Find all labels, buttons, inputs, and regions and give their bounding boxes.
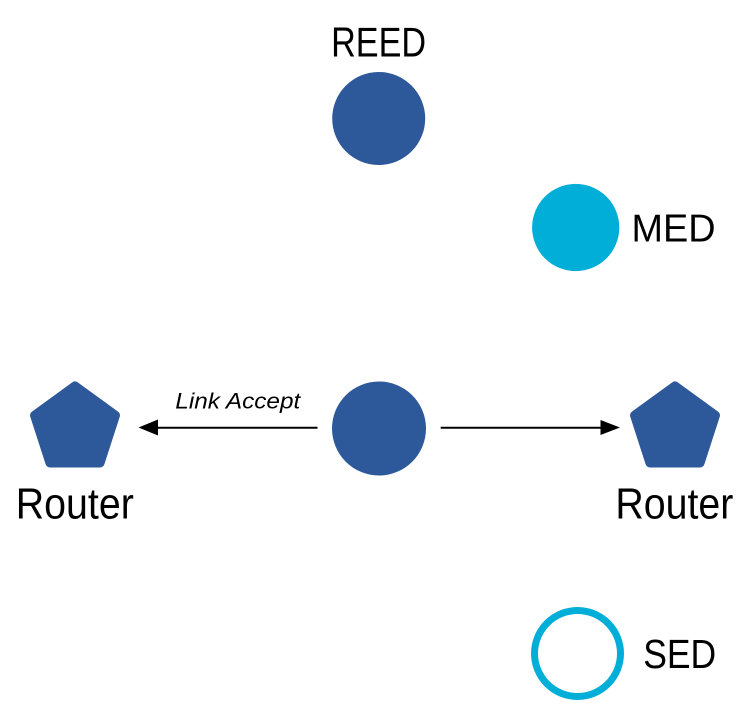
- svg-text:REED: REED: [331, 18, 426, 65]
- svg-text:MED: MED: [632, 208, 716, 251]
- svg-text:Router: Router: [16, 480, 134, 529]
- svg-text:Link Accept: Link Accept: [175, 389, 301, 414]
- svg-text:SED: SED: [643, 631, 716, 677]
- svg-text:Router: Router: [615, 480, 733, 529]
